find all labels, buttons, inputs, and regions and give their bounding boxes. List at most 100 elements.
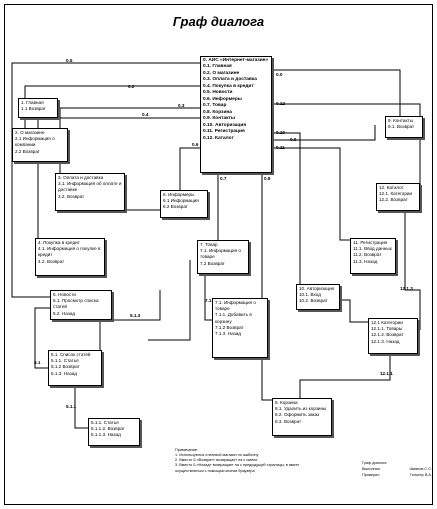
node-line: 5.1. Список статей bbox=[51, 352, 91, 357]
node-line: 2.2 Возврат bbox=[15, 148, 40, 154]
note-item: 1. Используются стилевой магазин по шабл… bbox=[175, 453, 259, 458]
node-line: 12.1 Категории bbox=[371, 320, 403, 325]
node-main-line: 0.6. Информеры bbox=[203, 96, 242, 102]
note-item: 3. Вместо 0-«Назад» возвращает на с пред… bbox=[175, 463, 300, 473]
node-line: 11.2. Возврат bbox=[353, 252, 382, 258]
node-main-line: 0.3. Оплата и доставка bbox=[203, 77, 257, 83]
node-line: 5. Новости bbox=[53, 292, 76, 297]
node-line: 7.1.1. Добавить в корзину bbox=[215, 312, 252, 324]
node-line: 7.2 Возврат bbox=[200, 260, 225, 266]
node-line: 2. О магазине bbox=[15, 130, 45, 135]
edge-label: 5.1 bbox=[34, 360, 41, 365]
sheet-frame bbox=[4, 4, 433, 505]
node-line: 11.3. Назад bbox=[353, 258, 378, 264]
node-article: 5.1.1. Статья 5.1.1.2. Возврат 5.1.1.3. … bbox=[88, 418, 140, 446]
node-line: 7.1. Информация о товаре bbox=[200, 248, 241, 260]
node-line: 1.1 Возврат bbox=[21, 106, 46, 112]
node-line: 5.1.1. Статья bbox=[51, 358, 79, 364]
node-line: 5.1.1.3. Назад bbox=[91, 432, 121, 438]
node-articles-list: 5.1. Список статей 5.1.1. Статья 5.1.2 В… bbox=[48, 350, 102, 386]
node-about: 2. О магазине 2.1 Информация о компании … bbox=[12, 128, 68, 162]
notes-heading: Примечание: bbox=[175, 448, 199, 452]
node-main-line: 0. АИС «Интернет-магазин» bbox=[203, 58, 269, 63]
node-categories: 12.1 Категории 12.1.1. Товары 12.1.2. Во… bbox=[368, 318, 418, 354]
node-line: 7. Товар bbox=[200, 242, 218, 247]
node-authorization: 10. Авторизация 10.1. Вход 10.2. Возврат bbox=[296, 284, 340, 310]
node-line: 11.1. Ввод данных bbox=[353, 246, 392, 252]
node-line: 3.1. Информация об оплате и bbox=[58, 181, 122, 187]
notes-block: Примечание: 1. Используются стилевой маг… bbox=[175, 448, 305, 474]
node-line: 5.2. Назад bbox=[53, 310, 76, 316]
node-line: 7.1.3. Назад bbox=[215, 330, 241, 336]
diagram-title: Граф диалога bbox=[172, 14, 265, 29]
node-product-info: 7.1. Информация о товаре 7.1.1. Добавить… bbox=[212, 298, 268, 358]
edge-label: 12.1.3 bbox=[400, 286, 413, 291]
node-line: 9. Контакты bbox=[388, 118, 413, 123]
edge-label: 0.9 bbox=[290, 137, 297, 142]
node-line: 9.1. Возврат bbox=[388, 124, 415, 130]
node-line: 8.1. Удалить из корзины bbox=[275, 406, 327, 412]
node-line: 12.1.3. Назад bbox=[371, 338, 400, 344]
stamp-label: Проверил bbox=[362, 473, 380, 478]
node-line: доставке bbox=[58, 187, 78, 193]
stamp-label: Выполнил bbox=[362, 467, 380, 472]
node-main-line: 0.4. Покупка в кредит bbox=[203, 83, 254, 89]
node-home: 1. Главная 1.1 Возврат bbox=[18, 98, 58, 118]
node-line: 3.2. Возврат bbox=[58, 193, 85, 199]
edge-label: 5.1.3 bbox=[130, 313, 141, 318]
edge-label: 12.1.1 bbox=[380, 371, 393, 376]
node-line: 5.1.1.2. Возврат bbox=[91, 426, 125, 432]
node-product: 7. Товар 7.1. Информация о товаре 7.2 Во… bbox=[197, 240, 249, 274]
node-line: 8.2. Оформить заказ bbox=[275, 412, 320, 418]
node-line: 3. Оплата и доставка bbox=[58, 175, 104, 180]
node-main-line: 0.8. Корзина bbox=[203, 109, 232, 115]
title-stamp: Граф диалога Выполнил Шиянов С.С. Провер… bbox=[362, 460, 432, 478]
node-line: 10. Авторизация bbox=[299, 286, 335, 291]
node-line: 8.3. Возврат bbox=[275, 418, 302, 424]
node-registration: 11. Регистрация 11.1. Ввод данных 11.2. … bbox=[350, 238, 396, 274]
node-line: 8. Корзина bbox=[275, 400, 298, 405]
stamp-value: Гельтер В.А. bbox=[410, 473, 432, 478]
edge-label: 0.10 bbox=[276, 130, 285, 135]
edge-label: 0.3 bbox=[178, 103, 185, 108]
node-line: 4. Покупка в кредит bbox=[38, 240, 80, 245]
node-main-line: 0.10. Авторизация bbox=[203, 122, 247, 128]
edge-label: 0.11 bbox=[276, 145, 285, 150]
node-payment-delivery: 3. Оплата и доставка 3.1. Информация об … bbox=[55, 173, 125, 211]
edge-label: 0.7 bbox=[220, 176, 227, 181]
node-line: 10.1. Вход bbox=[299, 292, 321, 298]
node-main-line: 0.2. О магазине bbox=[203, 70, 240, 76]
node-line: кредит bbox=[38, 252, 53, 258]
node-news: 5. Новости 5.1. Просмотр списка статей 5… bbox=[50, 290, 112, 320]
node-line: 7.1. Информация о товаре bbox=[215, 300, 256, 312]
node-main-line: 0.7. Товар bbox=[203, 103, 227, 109]
edge-label: 0.4 bbox=[142, 112, 149, 117]
node-line: 10.2. Возврат bbox=[299, 298, 328, 304]
node-catalog: 12. Каталог 12.1. Категории 12.2. Возвра… bbox=[376, 183, 420, 211]
edge-label: 0.2 bbox=[128, 84, 135, 89]
node-line: 4.2. Возврат bbox=[38, 258, 65, 264]
node-main-line: 0.11. Регистрация bbox=[203, 129, 245, 135]
stamp-caption: Граф диалога bbox=[362, 461, 387, 465]
node-line: 5.1. Просмотр списка статей bbox=[53, 298, 99, 310]
stamp-row: Проверил Гельтер В.А. bbox=[362, 472, 432, 478]
edge-label: 0.6 bbox=[192, 142, 199, 147]
node-line: 1. Главная bbox=[21, 100, 44, 105]
node-line: 12.1. Категории bbox=[379, 191, 413, 197]
edge-label: 0.5 bbox=[66, 58, 73, 63]
node-line: 5.1.3. Назад bbox=[51, 370, 77, 376]
node-line: 4.1. Информация о покупке в bbox=[38, 246, 101, 252]
node-credit: 4. Покупка в кредит 4.1. Информация о по… bbox=[35, 238, 105, 276]
node-line: 12.1.2. Возврат bbox=[371, 332, 404, 338]
node-line: 6. Информеры bbox=[163, 192, 195, 197]
node-line: 7.1.2 Возврат bbox=[215, 324, 244, 330]
node-line: 12.2. Возврат bbox=[379, 197, 408, 203]
node-contacts: 9. Контакты 9.1. Возврат bbox=[385, 116, 423, 138]
node-line: 6.1 Информация bbox=[163, 198, 199, 204]
edge-label: 7.1 bbox=[205, 298, 212, 303]
stamp-value: Шиянов С.С. bbox=[409, 467, 432, 472]
node-main-line: 0.12. Каталог bbox=[203, 135, 234, 141]
node-line: 6.2 Возврат bbox=[163, 204, 188, 210]
node-cart: 8. Корзина 8.1. Удалить из корзины 8.2. … bbox=[272, 398, 332, 436]
